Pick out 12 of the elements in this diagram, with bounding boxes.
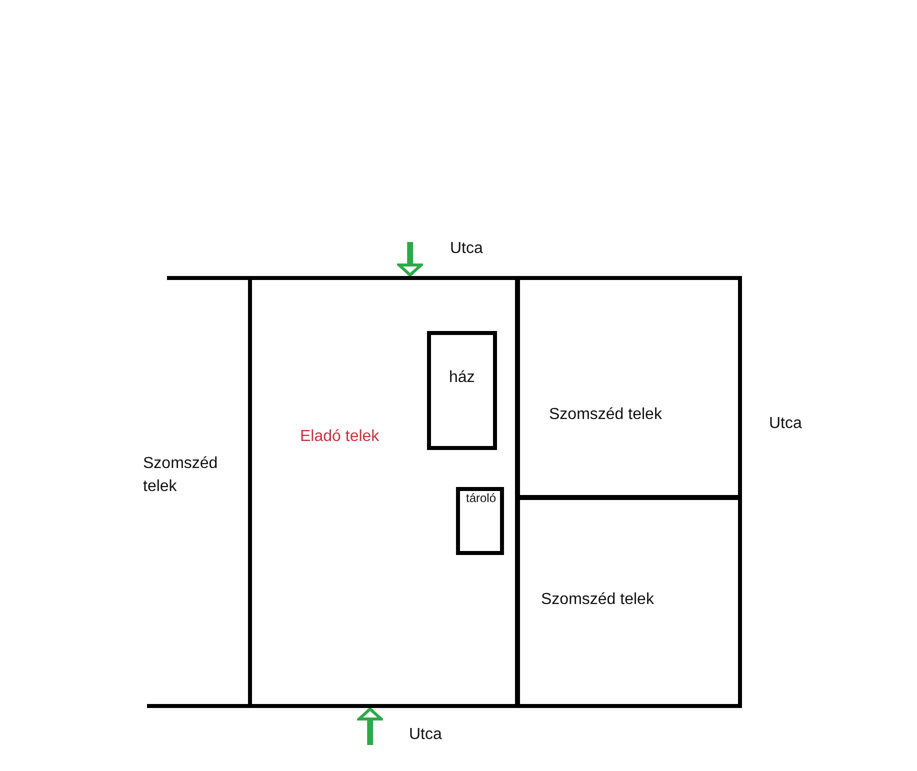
plot-label: Eladó telek (300, 428, 380, 446)
area-label: Utca (450, 239, 484, 259)
building-outline (456, 487, 504, 555)
plot-outline (248, 276, 520, 708)
building-outline (427, 331, 497, 450)
plot-label: Szomszéd telek (549, 406, 662, 424)
building-label: ház (449, 369, 475, 387)
building-label: tároló (466, 491, 496, 505)
area-label: Szomszéd telek (143, 454, 219, 497)
area-label: Utca (769, 414, 803, 434)
area-label: Utca (409, 725, 443, 745)
plot-label: Szomszéd telek (541, 591, 654, 609)
